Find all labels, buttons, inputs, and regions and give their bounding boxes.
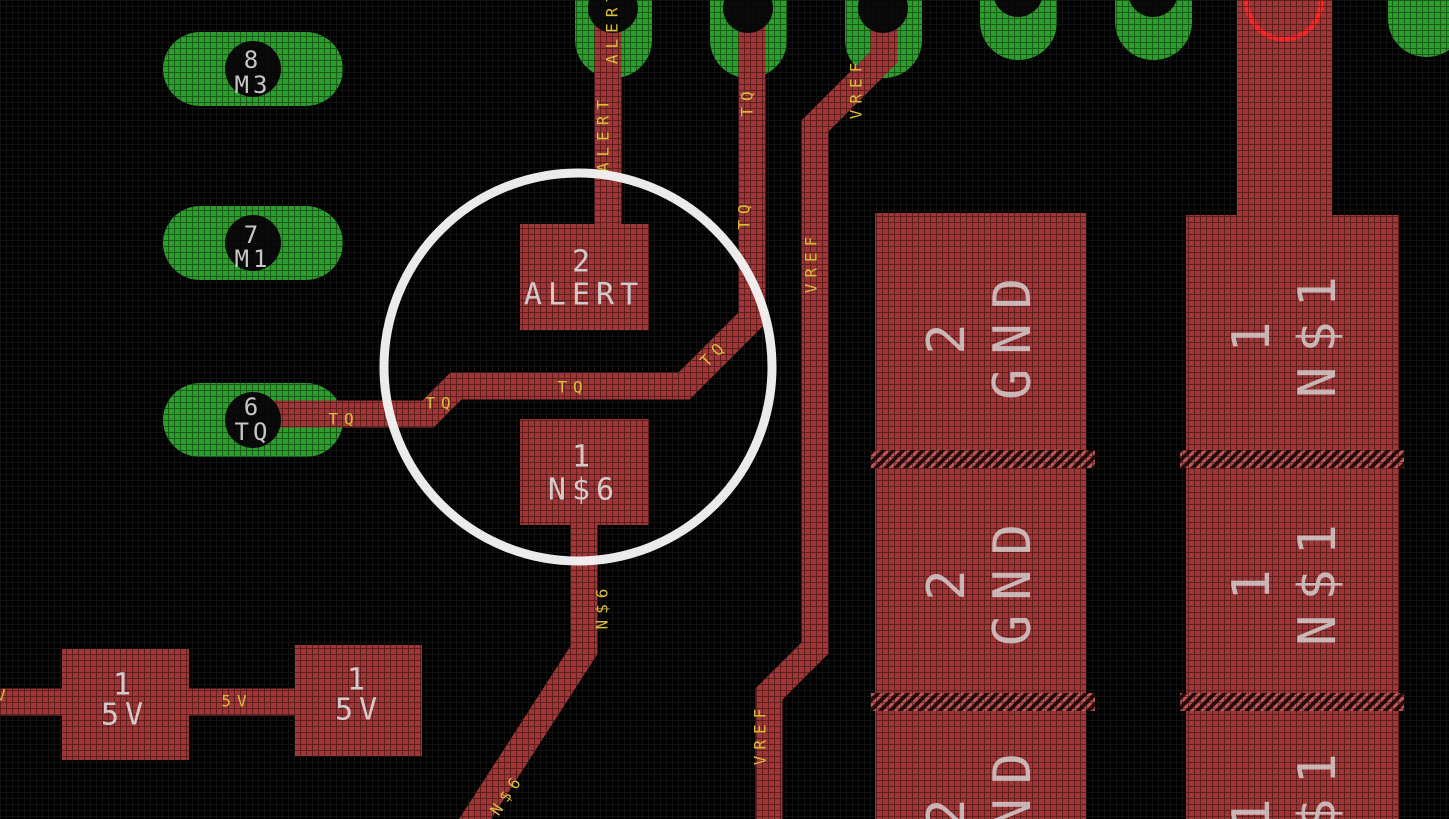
plane-gnd-3-number: 2 (917, 784, 977, 819)
net-label-alert-pad: ALERT (603, 0, 622, 64)
pad-m3-name: M3 (235, 71, 272, 99)
smd-ns6-number: 1 (572, 440, 596, 475)
plane-gnd-1-name: GND (983, 264, 1043, 400)
net-label-tq-horizontal-2: TQ (425, 394, 456, 413)
smd-5v-left-name: 5V (101, 698, 149, 733)
pad-tq6-number: 6 (244, 393, 262, 421)
plane-gnd-3-label: 2 GND (917, 739, 1043, 819)
net-label-tq-top: TQ (738, 85, 757, 116)
plane-ns1-3-label: 1 N$1 (1222, 739, 1348, 819)
plane-ns1-3-number: 1 (1222, 784, 1282, 819)
net-label-vref-top: VREF (847, 57, 866, 120)
plane-ns1-3-name: N$1 (1288, 739, 1348, 819)
smd-ns6-name: N$6 (548, 473, 620, 508)
plane-ns1-2-name: N$1 (1288, 510, 1348, 646)
net-label-tq-horizontal-3: TQ (328, 410, 359, 429)
net-label-vref-mid: VREF (802, 231, 821, 294)
net-label-ns6-vertical: N$6 (593, 583, 612, 630)
pad-m1-name: M1 (235, 245, 272, 273)
plane-gnd-1-label: 2 GND (917, 264, 1043, 400)
net-label-tq-mid: TQ (735, 198, 754, 229)
highlight-circle (379, 168, 777, 566)
plane-gnd-2-number: 2 (917, 555, 977, 600)
pad-tq6-name: TQ (235, 418, 272, 446)
plane-ns1-1-name: N$1 (1288, 262, 1348, 398)
plane-ns1-2-label: 1 N$1 (1222, 510, 1348, 646)
plane-gnd-1-number: 2 (917, 309, 977, 354)
plane-gnd-3-name: GND (983, 739, 1043, 819)
net-label-5v-edge: 5V (0, 686, 12, 705)
smd-alert-name: ALERT (524, 278, 644, 313)
pad-m1-number: 7 (244, 221, 262, 249)
plane-ns1-2-number: 1 (1222, 555, 1282, 600)
net-label-tq-horizontal-1: TQ (557, 378, 588, 397)
plane-gnd-2-label: 2 GND (917, 510, 1043, 646)
plane-ns1-1-number: 1 (1222, 307, 1282, 352)
smd-5v-right-number: 1 (347, 663, 371, 698)
smd-5v-right-name: 5V (335, 693, 383, 728)
smd-5v-left-number: 1 (113, 668, 137, 703)
plane-gnd-2-name: GND (983, 510, 1043, 646)
labels-layer: 8 M3 7 M1 6 TQ 2 ALERT 1 N$6 1 5V 1 5V 2… (0, 0, 1348, 819)
plane-ns1-1-label: 1 N$1 (1222, 262, 1348, 398)
net-label-5v-mid: 5V (221, 692, 252, 711)
net-label-vref-bottom: VREF (751, 703, 770, 766)
smd-alert-number: 2 (572, 245, 596, 280)
net-label-alert-trace: ALERT (594, 94, 613, 172)
pad-m3-number: 8 (244, 46, 262, 74)
